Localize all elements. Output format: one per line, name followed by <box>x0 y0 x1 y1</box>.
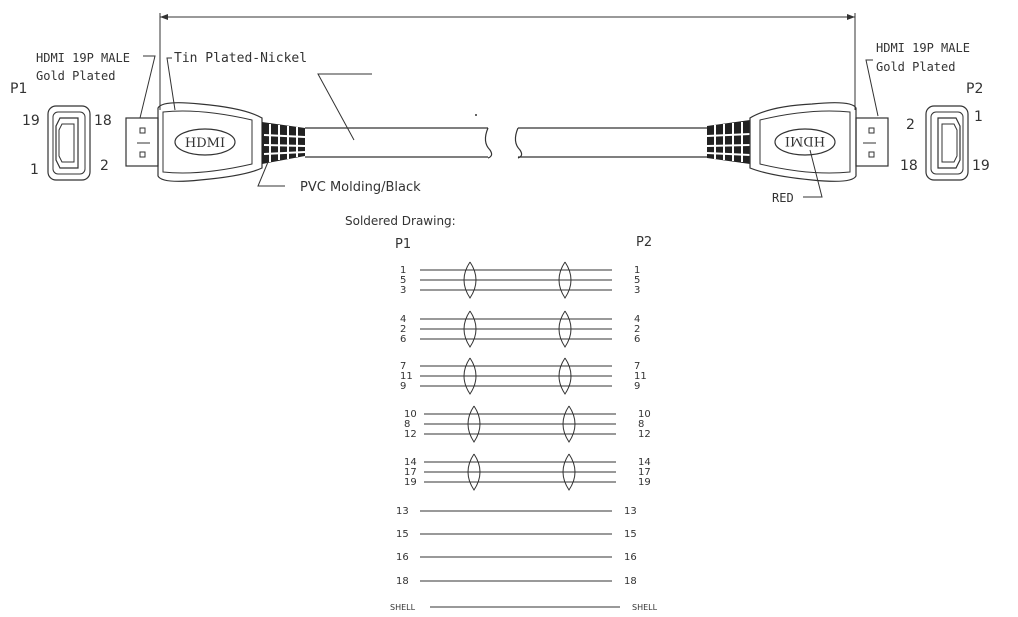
p1-strain-relief <box>262 122 306 164</box>
tin-plated-pointer <box>317 73 372 141</box>
soldered-drawing-title: Soldered Drawing: <box>345 214 456 228</box>
p1-wire-pin-11: 11 <box>400 371 413 382</box>
p2-end-view: P2 2 1 18 19 <box>900 81 990 181</box>
p1-wire-pin-10: 10 <box>404 409 417 420</box>
tin-plated-label: Tin Plated-Nickel <box>174 51 307 66</box>
p1-label: P1 <box>10 81 27 97</box>
p2-wire-pin-13: 13 <box>624 506 637 517</box>
p1-pin-19: 19 <box>22 113 40 129</box>
p2-pin-1: 1 <box>974 109 983 125</box>
hdmi-logo-left: HDMI <box>185 136 225 151</box>
p2-wire-pin-9: 9 <box>634 381 640 392</box>
p1-wire-pin-6: 6 <box>400 334 406 345</box>
p2-wire-pin-14: 14 <box>638 457 651 468</box>
p1-wire-pin-2: 2 <box>400 324 406 335</box>
twist-marker-3-0 <box>467 405 481 443</box>
twist-marker-0-1 <box>558 261 572 299</box>
twist-marker-4-0 <box>467 453 481 491</box>
hdmi-logo-right: HDMI <box>785 133 825 148</box>
p1-wire-pin-16: 16 <box>396 552 409 563</box>
twist-marker-2-1 <box>558 357 572 395</box>
pvc-molding-leader <box>257 161 285 187</box>
p2-wire-pin-15: 15 <box>624 529 637 540</box>
wiring-p2-header: P2 <box>636 235 652 250</box>
p1-wire-pin-17: 17 <box>404 467 417 478</box>
red-label: RED <box>772 191 794 205</box>
p1-wire-pin-18: 18 <box>396 576 409 587</box>
red-leader <box>803 149 823 198</box>
p2-connector-type-label: HDMI 19P MALE <box>876 41 970 55</box>
twist-marker-4-1 <box>562 453 576 491</box>
p1-callout-leader <box>139 55 156 119</box>
p1-pin-2: 2 <box>100 158 109 174</box>
p1-end-view: P1 19 18 1 2 <box>10 81 112 181</box>
p1-wire-pin-12: 12 <box>404 429 417 440</box>
p2-strain-relief <box>706 120 751 164</box>
p2-callout-leader <box>865 59 879 117</box>
p1-wire-pin-4: 4 <box>400 314 406 325</box>
p2-wire-pin-11: 11 <box>634 371 647 382</box>
p1-wire-pin-7: 7 <box>400 361 406 372</box>
tin-plated-leader <box>166 57 176 111</box>
p1-wire-pin-14: 14 <box>404 457 417 468</box>
wiring-p1-header: P1 <box>395 237 411 252</box>
p1-wire-pin-9: 9 <box>400 381 406 392</box>
p2-wire-pin-4: 4 <box>634 314 640 325</box>
p2-wire-pin-18: 18 <box>624 576 637 587</box>
p2-wire-pin-5: 5 <box>634 275 640 286</box>
p2-pin-19: 19 <box>972 158 990 174</box>
dimension-line <box>159 13 856 110</box>
cable-right <box>514 127 708 159</box>
p1-wire-pin-1: 1 <box>400 265 406 276</box>
pvc-molding-label: PVC Molding/Black <box>300 180 421 195</box>
twist-marker-1-1 <box>558 310 572 348</box>
p2-pin-2: 2 <box>906 117 915 133</box>
twist-marker-2-0 <box>463 357 477 395</box>
p2-wire-pin-2: 2 <box>634 324 640 335</box>
p2-label: P2 <box>966 81 983 97</box>
p2-wire-pin-shell: SHELL <box>632 603 658 612</box>
p2-wire-pin-7: 7 <box>634 361 640 372</box>
twist-marker-3-1 <box>562 405 576 443</box>
p2-wire-pin-19: 19 <box>638 477 651 488</box>
cable-left <box>305 127 493 159</box>
p1-wire-pin-19: 19 <box>404 477 417 488</box>
p1-wire-pin-15: 15 <box>396 529 409 540</box>
p1-plug: HDMI <box>125 102 263 182</box>
p2-plug: HDMI <box>749 102 889 182</box>
p2-pin-18: 18 <box>900 158 918 174</box>
p2-wire-pin-8: 8 <box>638 419 644 430</box>
p1-pin-1: 1 <box>30 162 39 178</box>
p2-finish-label: Gold Plated <box>876 60 955 74</box>
speck <box>475 114 477 116</box>
p2-wire-pin-17: 17 <box>638 467 651 478</box>
p1-wire-pin-13: 13 <box>396 506 409 517</box>
p2-wire-pin-12: 12 <box>638 429 651 440</box>
p1-finish-label: Gold Plated <box>36 69 115 83</box>
p1-connector-type-label: HDMI 19P MALE <box>36 51 130 65</box>
p1-wire-pin-shell: SHELL <box>390 603 416 612</box>
p2-wire-pin-10: 10 <box>638 409 651 420</box>
p1-wire-pin-5: 5 <box>400 275 406 286</box>
twist-marker-1-0 <box>463 310 477 348</box>
p2-wire-pin-3: 3 <box>634 285 640 296</box>
p2-wire-pin-1: 1 <box>634 265 640 276</box>
p1-pin-18: 18 <box>94 113 112 129</box>
p1-wire-pin-3: 3 <box>400 285 406 296</box>
twist-marker-0-0 <box>463 261 477 299</box>
p1-wire-pin-8: 8 <box>404 419 410 430</box>
p2-wire-pin-6: 6 <box>634 334 640 345</box>
p2-wire-pin-16: 16 <box>624 552 637 563</box>
